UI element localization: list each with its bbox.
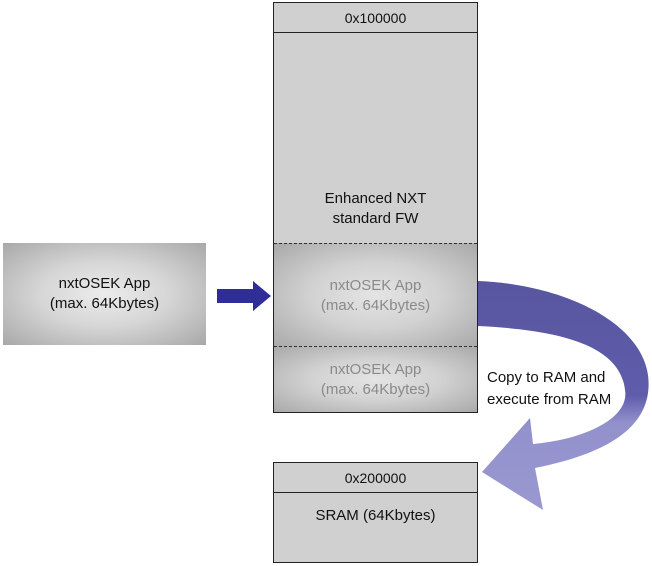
sram-label: SRAM (64Kbytes)	[315, 507, 436, 524]
copy-to-ram-label: Copy to RAM and execute from RAM	[487, 367, 611, 411]
source-app-title: nxtOSEK App	[58, 275, 151, 292]
flash-address: 0x100000	[274, 3, 477, 33]
source-app-size: (max. 64Kbytes)	[49, 295, 160, 312]
firmware-label-line2: standard FW	[332, 210, 419, 227]
app-region2-title: nxtOSEK App	[329, 360, 422, 378]
flash-memory-box: 0x100000 Enhanced NXT standard FW nxtOSE…	[273, 2, 478, 413]
app-region-flash: nxtOSEK App (max. 64Kbytes)	[274, 243, 477, 347]
app-region-copy: nxtOSEK App (max. 64Kbytes)	[274, 346, 477, 412]
copy-label-line2: execute from RAM	[487, 391, 612, 408]
sram-address: 0x200000	[274, 463, 477, 493]
copy-label-line1: Copy to RAM and	[487, 369, 606, 386]
load-arrow-icon	[217, 281, 271, 311]
source-app-box: nxtOSEK App (max. 64Kbytes)	[3, 243, 206, 345]
firmware-label-line1: Enhanced NXT	[324, 190, 427, 207]
app-region-size: (max. 64Kbytes)	[320, 296, 431, 314]
copy-arrow-icon	[478, 281, 649, 510]
app-region2-size: (max. 64Kbytes)	[320, 380, 431, 398]
firmware-label: Enhanced NXT standard FW	[274, 189, 477, 229]
app-region-title: nxtOSEK App	[329, 276, 422, 294]
sram-box: 0x200000 SRAM (64Kbytes)	[273, 462, 478, 563]
